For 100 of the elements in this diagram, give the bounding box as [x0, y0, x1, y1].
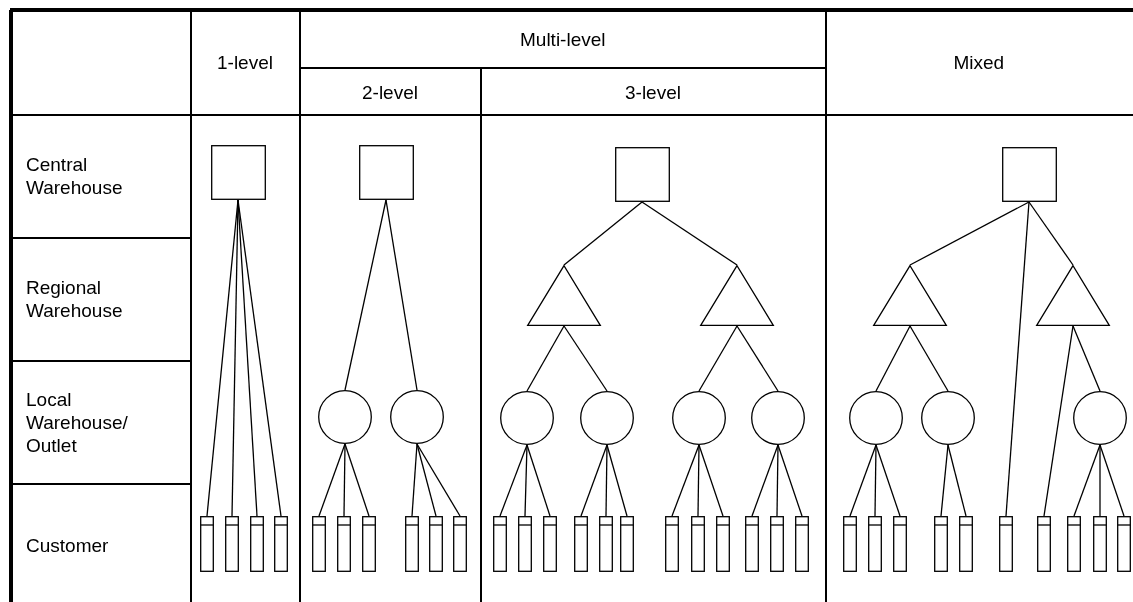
warehouse-triangle [1036, 265, 1110, 326]
connector-line [1005, 201, 1030, 517]
outlet-circle [1073, 391, 1127, 445]
connector-line [940, 444, 949, 517]
connector-line [563, 201, 643, 266]
connector-line [526, 444, 551, 517]
connector-line [343, 443, 346, 517]
column-header: 3-level [625, 80, 681, 104]
customer-bar [691, 516, 705, 572]
connector-line [318, 443, 346, 517]
customer-bar [225, 516, 239, 572]
connector-line [698, 444, 724, 517]
customer-bar [893, 516, 907, 572]
customer-bar [362, 516, 376, 572]
customer-bar [1117, 516, 1131, 572]
customer-bar [1037, 516, 1051, 572]
connector-line [580, 444, 608, 517]
customer-bar [999, 516, 1013, 572]
connector-line [344, 443, 370, 517]
customer-bar [543, 516, 557, 572]
connector-line [751, 444, 779, 517]
connector-line [736, 325, 779, 392]
connector-line [875, 325, 911, 392]
customer-bar [716, 516, 730, 572]
warehouse-square [1001, 147, 1057, 202]
outlet-circle [849, 391, 903, 445]
warehouse-square [614, 147, 670, 202]
connector-line [526, 325, 565, 392]
outlet-circle [921, 391, 975, 445]
warehouse-square [210, 145, 266, 200]
outlet-circle [318, 390, 372, 444]
customer-bar [745, 516, 759, 572]
row-header: Customer [26, 533, 109, 557]
connector-line [697, 444, 700, 517]
warehouse-triangle [873, 265, 947, 326]
connector-line [416, 443, 461, 517]
outlet-circle [751, 391, 805, 445]
connector-line [524, 444, 528, 517]
customer-bar [959, 516, 973, 572]
connector-line [344, 199, 387, 391]
column-header: 2-level [362, 80, 418, 104]
connector-line [385, 199, 418, 391]
connector-line [849, 444, 877, 517]
customer-bar [620, 516, 634, 572]
connector-line [909, 325, 949, 392]
customer-bar [337, 516, 351, 572]
connector-line [947, 444, 967, 517]
connector-line [1072, 325, 1101, 392]
customer-bar [599, 516, 613, 572]
customer-bar [770, 516, 784, 572]
connector-line [563, 325, 608, 392]
customer-bar [405, 516, 419, 572]
warehouse-triangle [527, 265, 601, 326]
connector-line [237, 199, 282, 517]
customer-bar [665, 516, 679, 572]
row-header: Central Warehouse [26, 153, 124, 199]
customer-bar [429, 516, 443, 572]
outlet-circle [580, 391, 634, 445]
connector-line [416, 443, 437, 517]
row-header: Local Warehouse/ Outlet [26, 387, 129, 457]
customer-bar [312, 516, 326, 572]
customer-bar [250, 516, 264, 572]
connector-line [641, 201, 738, 266]
column-header: Mixed [953, 50, 1005, 74]
connector-line [671, 444, 700, 517]
connector-line [499, 444, 528, 517]
connector-line [1043, 325, 1074, 517]
outlet-circle [390, 390, 444, 444]
connector-line [1099, 444, 1125, 517]
customer-bar [200, 516, 214, 572]
warehouse-triangle [700, 265, 774, 326]
connector-line [874, 444, 877, 517]
column-header: Multi-level [520, 27, 606, 51]
connector-line [605, 444, 608, 517]
customer-bar [868, 516, 882, 572]
warehouse-square [358, 145, 414, 200]
connector-line [1099, 444, 1101, 517]
column-header: 1-level [217, 50, 273, 74]
row-header: Regional Warehouse [26, 276, 124, 322]
outlet-circle [672, 391, 726, 445]
customer-bar [453, 516, 467, 572]
connector-line [777, 444, 803, 517]
connector-line [909, 201, 1030, 266]
customer-bar [1067, 516, 1081, 572]
customer-bar [518, 516, 532, 572]
outlet-circle [500, 391, 554, 445]
connector-line [698, 325, 738, 392]
connector-line [776, 444, 779, 517]
connector-line [1028, 201, 1074, 266]
connector-line [606, 444, 628, 517]
connector-line [1073, 444, 1101, 517]
customer-bar [795, 516, 809, 572]
connector-line [411, 443, 418, 517]
customer-bar [843, 516, 857, 572]
customer-bar [1093, 516, 1107, 572]
customer-bar [274, 516, 288, 572]
customer-bar [493, 516, 507, 572]
customer-bar [934, 516, 948, 572]
customer-bar [574, 516, 588, 572]
connector-line [875, 444, 901, 517]
